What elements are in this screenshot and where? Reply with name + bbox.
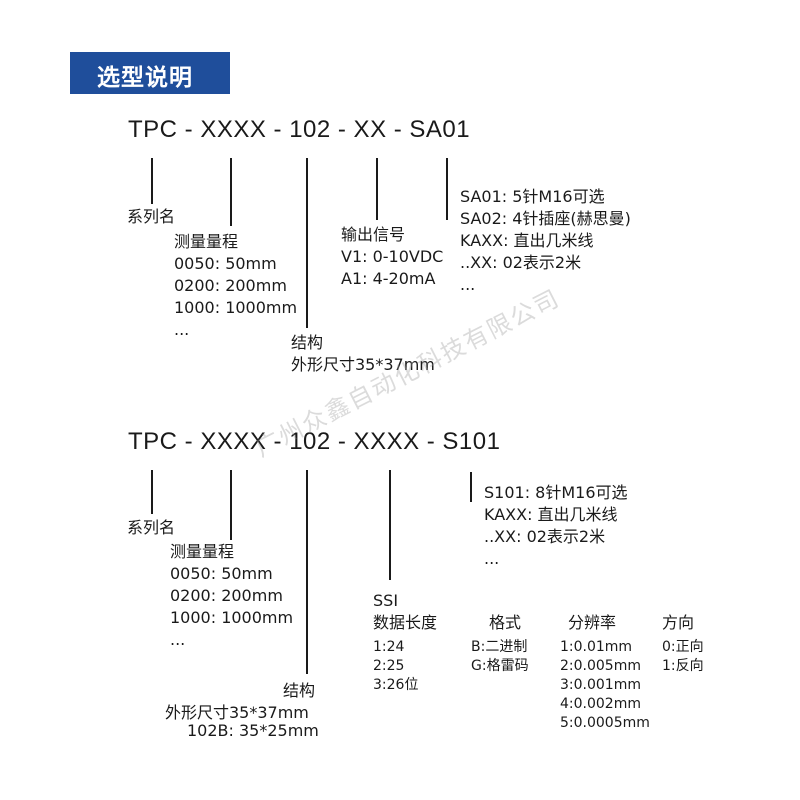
ssi-length-item: 1:24 (373, 639, 405, 655)
ssi-direction-item: 1:反向 (662, 658, 704, 674)
range-item: 0200: 200mm (170, 586, 283, 605)
range-item: 0050: 50mm (174, 254, 277, 273)
series-label-1: 系列名 (127, 207, 176, 226)
connector-item: ... (460, 275, 476, 294)
output-block-1: 输出信号 V1: 0-10VDC A1: 4-20mA (341, 224, 443, 290)
ssi-format-item: B:二进制 (471, 639, 528, 655)
connector-line-structure-1 (306, 158, 308, 328)
structure-item: 102B: 35*25mm (187, 721, 319, 740)
connector-line-output-1 (376, 158, 378, 220)
ssi-resolution-block: 分辨率 1:0.01mm 2:0.005mm 3:0.001mm 4:0.002… (560, 612, 650, 733)
ssi-length-item: 2:25 (373, 658, 405, 674)
connector-item: ..XX: 02表示2米 (484, 527, 606, 546)
connector-item: SA02: 4针插座(赫思曼) (460, 209, 631, 228)
section-header-title: 选型说明 (97, 65, 193, 91)
connector-line-series-1 (151, 158, 153, 204)
connector-block-2: S101: 8针M16可选 KAXX: 直出几米线 ..XX: 02表示2米 .… (484, 482, 628, 570)
ssi-direction-block: 方向 0:正向 1:反向 (662, 612, 704, 676)
structure-title-2: 结构 (283, 681, 316, 700)
connector-line-series-2 (151, 470, 153, 514)
ssi-format-item: G:格雷码 (471, 658, 529, 674)
section-header-bar (70, 52, 230, 94)
range-item: ... (174, 320, 190, 339)
output-title-1: 输出信号 (341, 225, 406, 244)
range-item: 0200: 200mm (174, 276, 287, 295)
ssi-length-title: 数据长度 (373, 613, 438, 632)
ssi-resolution-item: 1:0.01mm (560, 639, 633, 655)
range-item: 1000: 1000mm (174, 298, 298, 317)
ssi-resolution-title: 分辨率 (568, 613, 617, 632)
connector-block-1: SA01: 5针M16可选 SA02: 4针插座(赫思曼) KAXX: 直出几米… (460, 186, 631, 296)
range-item: 1000: 1000mm (170, 608, 294, 627)
output-item: V1: 0-10VDC (341, 247, 444, 266)
connector-line-range-2 (230, 470, 232, 540)
range-block-2: 测量量程 0050: 50mm 0200: 200mm 1000: 1000mm… (170, 541, 293, 651)
connector-line-ssi-2 (389, 470, 391, 580)
connector-line-range-1 (230, 158, 232, 226)
structure-block-1: 结构 外形尺寸35*37mm (291, 332, 435, 376)
ssi-direction-items: 0:正向 1:反向 (662, 638, 704, 676)
range-title-1: 测量量程 (174, 232, 239, 251)
ssi-direction-item: 0:正向 (662, 639, 704, 655)
connector-item: S101: 8针M16可选 (484, 483, 628, 502)
ssi-resolution-items: 1:0.01mm 2:0.005mm 3:0.001mm 4:0.002mm 5… (560, 638, 650, 733)
connector-item: ..XX: 02表示2米 (460, 253, 582, 272)
model-code-1: TPC - XXXX - 102 - XX - SA01 (128, 116, 471, 143)
series-label-2: 系列名 (127, 518, 176, 537)
connector-item: KAXX: 直出几米线 (484, 505, 618, 524)
ssi-resolution-item: 3:0.001mm (560, 677, 641, 693)
ssi-direction-title: 方向 (662, 613, 695, 632)
range-title-2: 测量量程 (170, 542, 235, 561)
range-item: ... (170, 630, 186, 649)
range-item: 0050: 50mm (170, 564, 273, 583)
ssi-resolution-item: 5:0.0005mm (560, 715, 650, 731)
ssi-format-title: 格式 (489, 613, 522, 632)
structure-title-1: 结构 (291, 333, 324, 352)
ssi-resolution-item: 2:0.005mm (560, 658, 641, 674)
structure-item: 外形尺寸35*37mm (165, 703, 309, 722)
model-code-2: TPC - XXXX - 102 - XXXX - S101 (128, 428, 501, 455)
connector-line-connector-2 (470, 472, 472, 502)
connector-line-structure-2 (306, 470, 308, 674)
ssi-length-item: 3:26位 (373, 677, 419, 693)
connector-item: SA01: 5针M16可选 (460, 187, 605, 206)
ssi-length-block: 数据长度 1:24 2:25 3:26位 (373, 612, 437, 695)
range-block-1: 测量量程 0050: 50mm 0200: 200mm 1000: 1000mm… (174, 231, 297, 341)
ssi-format-items: B:二进制 G:格雷码 (471, 638, 529, 676)
output-item: A1: 4-20mA (341, 269, 436, 288)
ssi-format-block: 格式 B:二进制 G:格雷码 (471, 612, 529, 676)
connector-line-connector-1 (446, 158, 448, 220)
connector-item: ... (484, 549, 500, 568)
ssi-label: SSI (373, 591, 399, 610)
ssi-resolution-item: 4:0.002mm (560, 696, 641, 712)
structure-item: 外形尺寸35*37mm (291, 355, 435, 374)
connector-item: KAXX: 直出几米线 (460, 231, 594, 250)
ssi-length-items: 1:24 2:25 3:26位 (373, 638, 437, 695)
